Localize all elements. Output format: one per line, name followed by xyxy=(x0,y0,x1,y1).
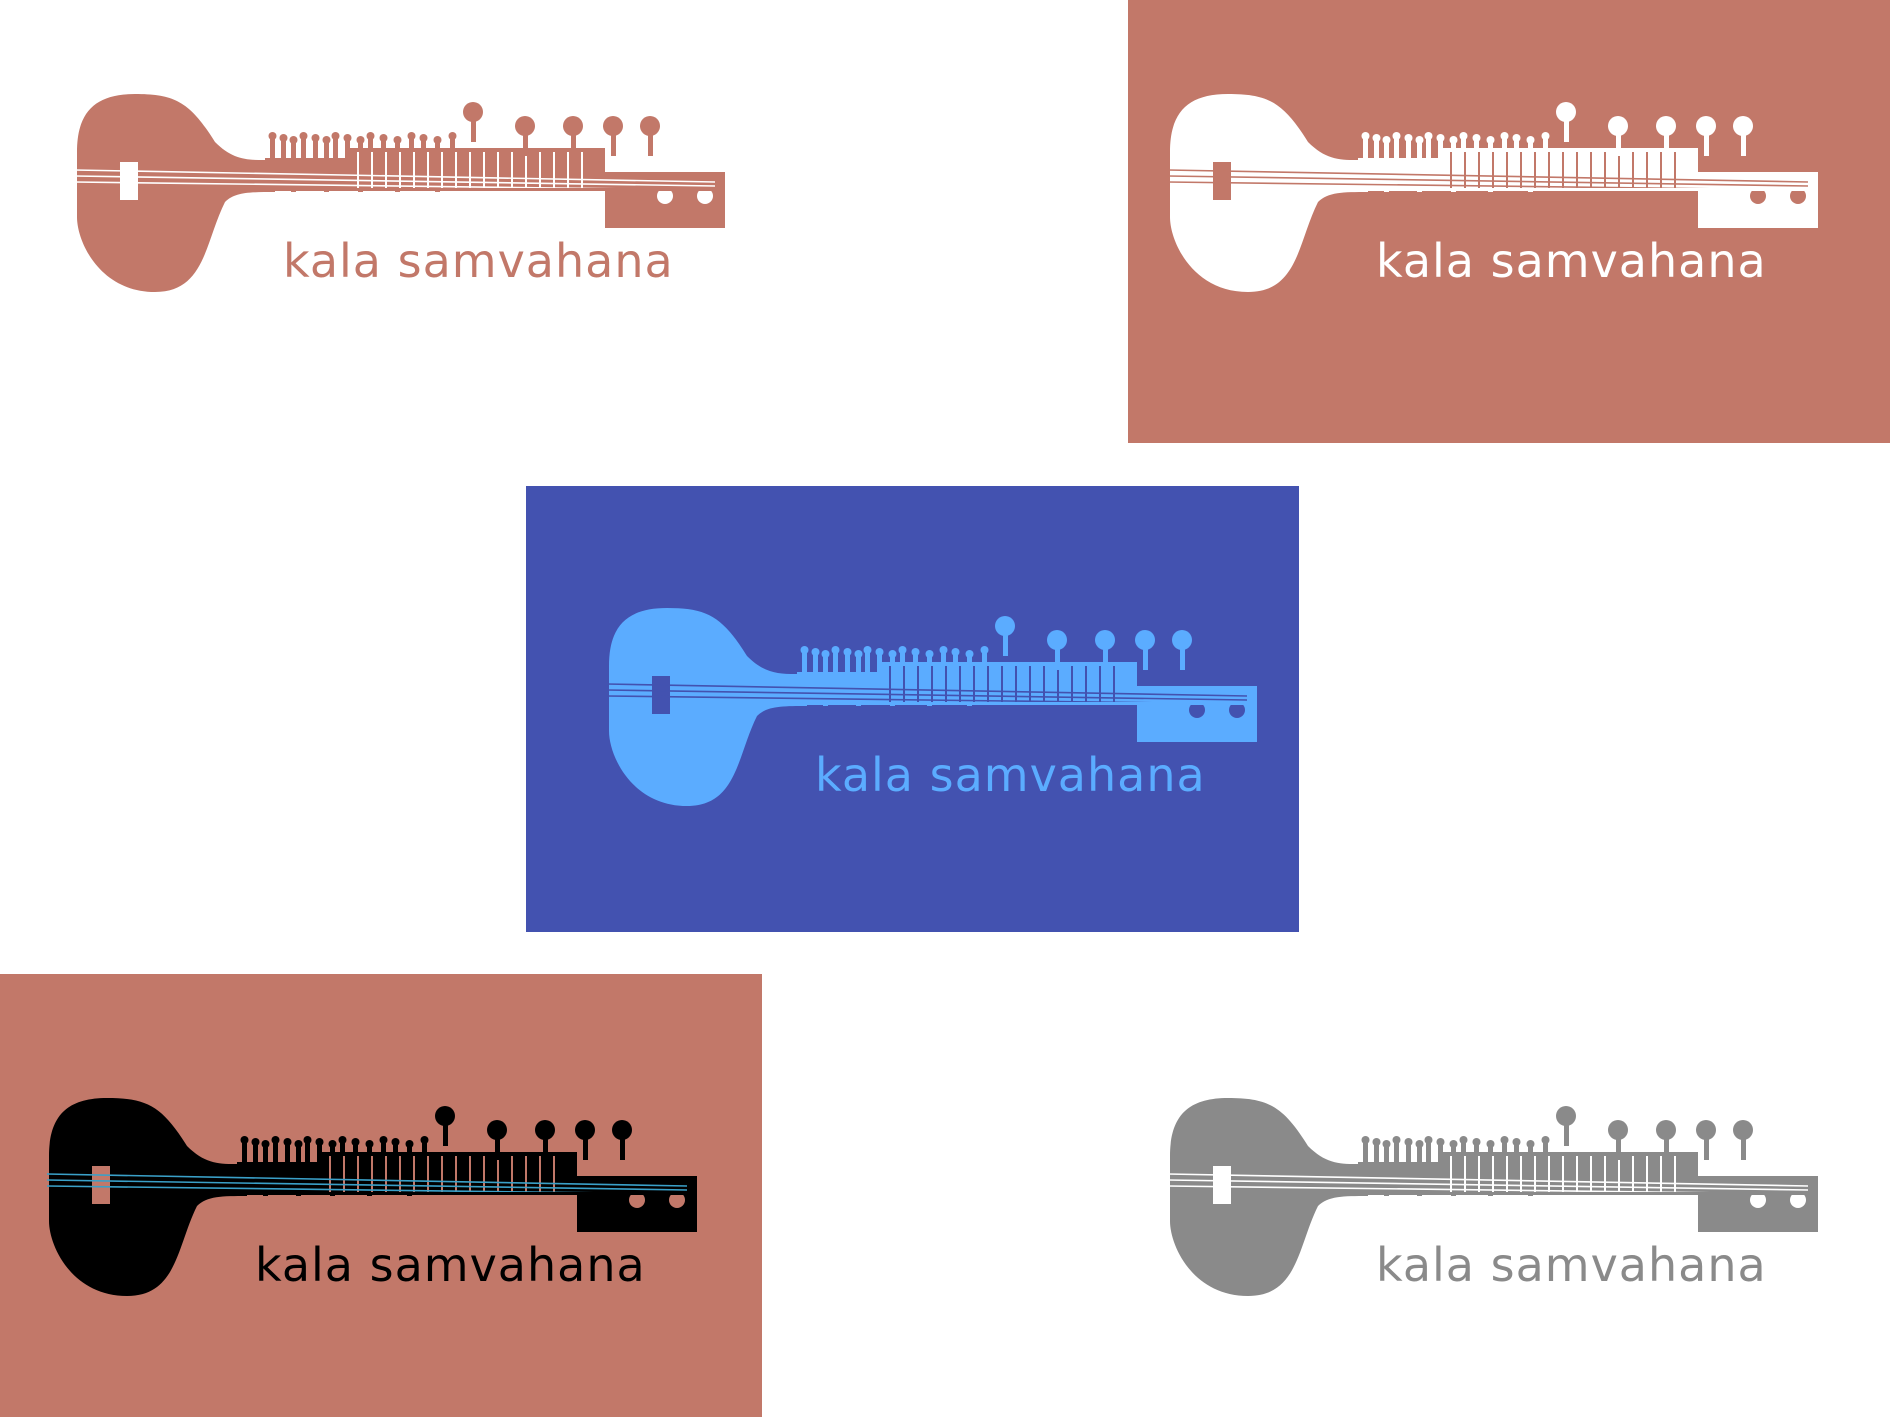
sitar-icon xyxy=(46,1098,697,1296)
sitar-logo-2: kala samvahana xyxy=(1167,94,1818,292)
logo-wordmark: kala samvahana xyxy=(1376,1238,1767,1292)
logo-wordmark: kala samvahana xyxy=(283,234,674,288)
sitar-icon xyxy=(1167,94,1818,292)
logo-wordmark: kala samvahana xyxy=(1376,234,1767,288)
sitar-icon xyxy=(74,94,725,292)
sitar-icon xyxy=(606,608,1257,806)
sitar-logo-1: kala samvahana xyxy=(74,94,725,292)
logo-wordmark: kala samvahana xyxy=(815,748,1206,802)
sitar-logo-4: kala samvahana xyxy=(46,1098,697,1296)
sitar-logo-5: kala samvahana xyxy=(1167,1098,1818,1296)
sitar-logo-3: kala samvahana xyxy=(606,608,1257,806)
logo-wordmark: kala samvahana xyxy=(255,1238,646,1292)
sitar-icon xyxy=(1167,1098,1818,1296)
